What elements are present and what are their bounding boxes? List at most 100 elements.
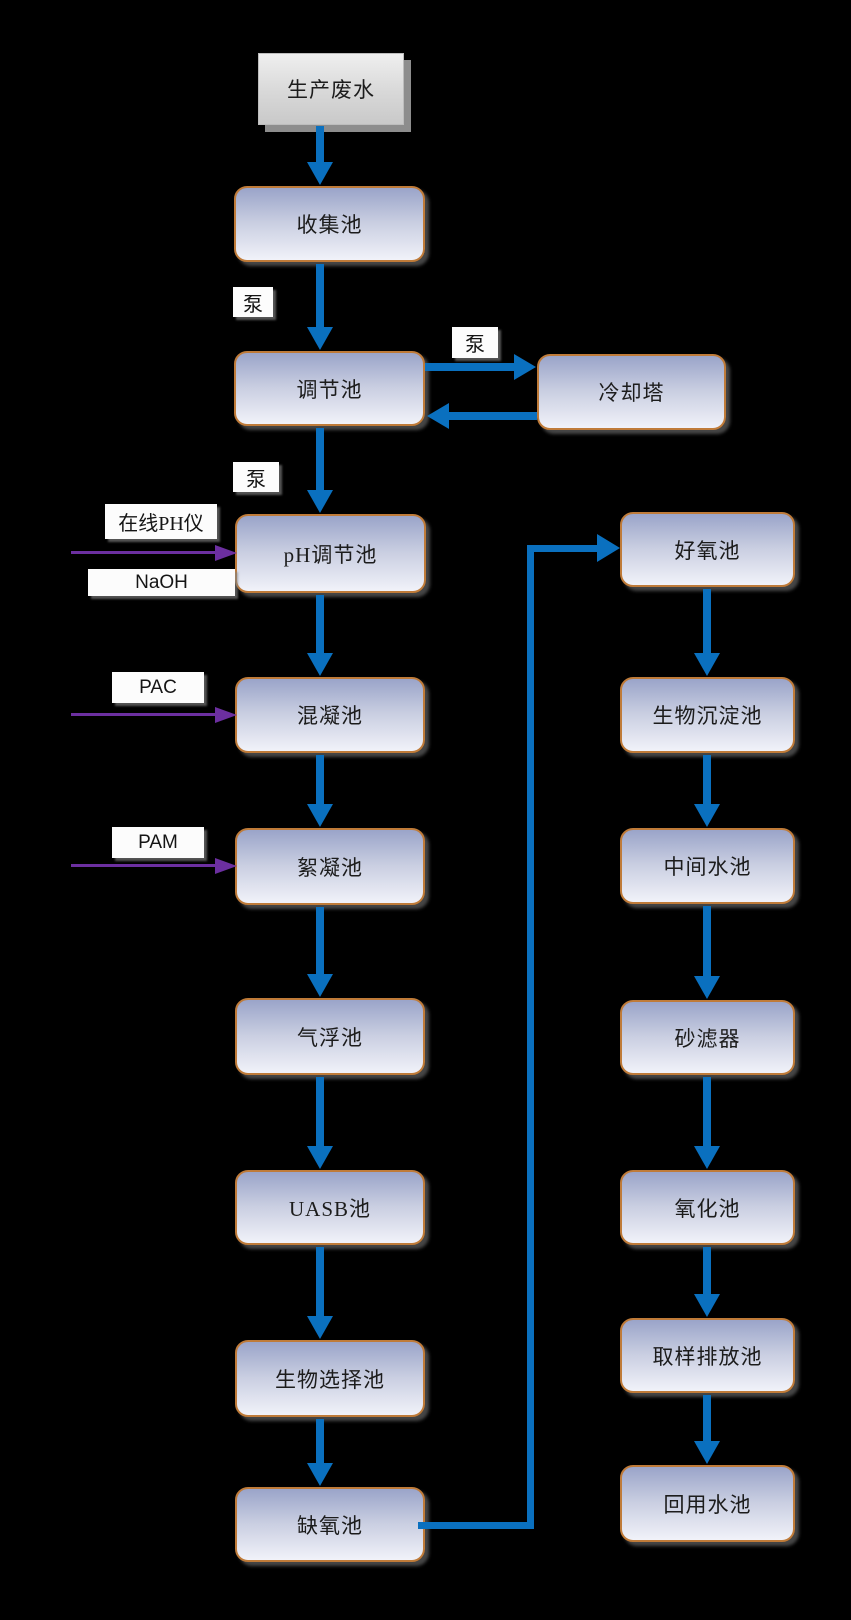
tag-online-ph-meter: 在线PH仪	[105, 504, 217, 539]
arrow-source-to-collection	[307, 126, 333, 185]
node-label: UASB池	[288, 1196, 372, 1221]
arrow-head	[427, 403, 449, 429]
arrow-shaft	[316, 264, 324, 328]
node-flocculation-pool: 絮凝池	[235, 828, 425, 905]
node-air-flotation-pool: 气浮池	[235, 998, 425, 1075]
arrow-naoh-dosing	[71, 545, 237, 561]
arrow-head	[307, 653, 333, 676]
arrow-head	[307, 1316, 333, 1339]
node-anoxic-pool: 缺氧池	[235, 1487, 425, 1562]
arrow-ph-to-coagulation	[307, 595, 333, 676]
tag-label: NaOH	[135, 571, 188, 593]
arrow-bioselector-to-anoxic	[307, 1419, 333, 1486]
tag-naoh: NaOH	[88, 569, 235, 596]
node-label: 砂滤器	[674, 1026, 741, 1051]
arrow-airflotation-to-uasb	[307, 1077, 333, 1169]
tag-pump-1: 泵	[233, 287, 273, 317]
arrow-shaft	[316, 755, 324, 805]
arrow-shaft	[71, 864, 217, 867]
arrow-head	[307, 1146, 333, 1169]
arrow-sampling-to-reuse	[694, 1395, 720, 1464]
node-label: 好氧池	[674, 538, 741, 563]
node-reuse-water-pool: 回用水池	[620, 1465, 795, 1542]
arrow-shaft	[316, 907, 324, 975]
arrow-shaft	[703, 589, 711, 654]
arrow-shaft	[703, 1247, 711, 1295]
arrow-collection-to-regulation	[307, 264, 333, 350]
node-sampling-discharge-pool: 取样排放池	[620, 1318, 795, 1393]
arrow-regulation-to-coolingtower	[425, 354, 536, 380]
node-ph-adjustment-pool: pH调节池	[235, 514, 426, 593]
node-regulation-pool: 调节池	[234, 351, 425, 426]
tag-label: 泵	[246, 468, 266, 491]
arrow-aerobic-to-biosedimentation	[694, 589, 720, 676]
arrow-shaft	[448, 412, 537, 420]
node-label: 气浮池	[297, 1025, 363, 1050]
node-label: pH调节池	[283, 542, 378, 567]
arrow-coagulation-to-flocculation	[307, 755, 333, 827]
arrow-head	[694, 653, 720, 676]
arrow-shaft	[703, 906, 711, 977]
arrow-intermediate-to-sandfilter	[694, 906, 720, 999]
node-label: 收集池	[296, 213, 363, 237]
arrow-pam-dosing	[71, 858, 237, 874]
arrow-uasb-to-bioselector	[307, 1247, 333, 1339]
arrow-oxidation-to-sampling	[694, 1247, 720, 1317]
node-label: 混凝池	[297, 704, 363, 728]
node-label: 生物选择池	[275, 1367, 385, 1392]
arrow-pac-dosing	[71, 707, 237, 723]
arrow-head	[307, 974, 333, 997]
node-label: 中间水池	[663, 855, 752, 879]
node-aerobic-pool: 好氧池	[620, 512, 795, 587]
tag-label: 泵	[243, 293, 263, 316]
tag-pump-2: 泵	[452, 327, 498, 358]
arrow-coolingtower-to-regulation	[427, 403, 537, 429]
arrow-head	[307, 162, 333, 185]
node-bio-sedimentation-pool: 生物沉淀池	[620, 677, 795, 753]
tag-pac: PAC	[112, 672, 204, 703]
node-label: 絮凝池	[297, 855, 363, 880]
arrow-shaft	[703, 1077, 711, 1147]
arrow-shaft	[425, 363, 515, 371]
node-label: 回用水池	[663, 1492, 752, 1517]
node-label: 冷却塔	[598, 381, 665, 405]
arrow-shaft	[316, 428, 324, 491]
tag-label: PAC	[139, 676, 177, 698]
arrow-shaft	[316, 1077, 324, 1147]
node-cooling-tower: 冷却塔	[537, 354, 726, 430]
node-label: 生物沉淀池	[652, 704, 763, 728]
tag-label: 在线PH仪	[118, 513, 204, 535]
node-label: 氧化池	[674, 1196, 741, 1221]
connector-anoxic-to-aerobic-arrow-head	[597, 534, 620, 562]
arrow-shaft	[71, 551, 217, 554]
node-production-wastewater: 生产废水	[258, 53, 404, 125]
arrow-sandfilter-to-oxidation	[694, 1077, 720, 1169]
arrow-head	[307, 1463, 333, 1486]
tag-label: 泵	[465, 334, 485, 356]
node-label: 调节池	[296, 377, 363, 402]
arrow-flocculation-to-airflotation	[307, 907, 333, 997]
connector-anoxic-to-aerobic-bottom-segment	[418, 1522, 531, 1529]
node-oxidation-pool: 氧化池	[620, 1170, 795, 1245]
arrow-shaft	[316, 595, 324, 654]
arrow-head	[694, 1294, 720, 1317]
tag-label: PAM	[138, 831, 178, 853]
node-sand-filter: 砂滤器	[620, 1000, 795, 1075]
node-intermediate-pool: 中间水池	[620, 828, 795, 904]
arrow-shaft	[316, 126, 324, 163]
arrow-head	[694, 1146, 720, 1169]
arrow-head	[307, 327, 333, 350]
arrow-head	[694, 976, 720, 999]
arrow-shaft	[316, 1247, 324, 1317]
arrow-shaft	[703, 755, 711, 805]
node-uasb-pool: UASB池	[235, 1170, 425, 1245]
node-bio-selector-pool: 生物选择池	[235, 1340, 425, 1417]
node-coagulation-pool: 混凝池	[235, 677, 425, 753]
arrow-head	[215, 545, 237, 561]
arrow-shaft	[71, 713, 217, 716]
node-label: 缺氧池	[297, 1513, 363, 1538]
arrow-head	[307, 804, 333, 827]
tag-pump-3: 泵	[233, 462, 279, 492]
tag-pam: PAM	[112, 827, 204, 858]
